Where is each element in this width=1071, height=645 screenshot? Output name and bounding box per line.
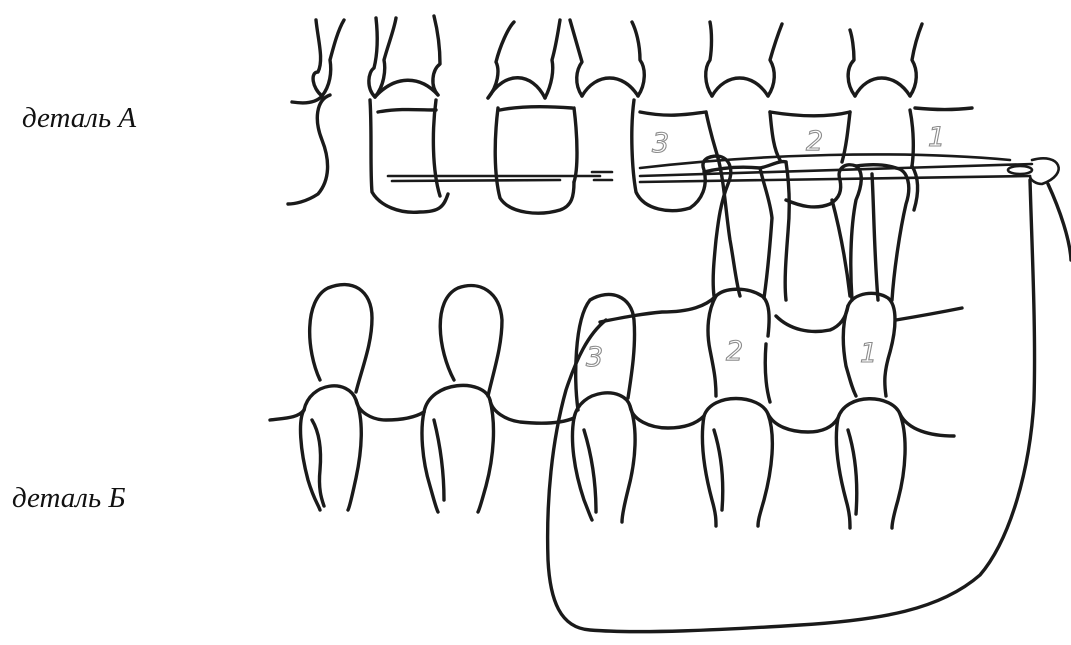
bottom-number-1: 1 xyxy=(860,338,877,369)
top-number-1: 1 xyxy=(928,122,945,153)
top-number-2: 2 xyxy=(806,126,823,157)
bottom-stitch-numbers: 3 2 1 xyxy=(586,336,877,373)
top-number-3: 3 xyxy=(652,128,669,159)
part-a-top-row xyxy=(292,16,972,110)
bottom-number-2: 2 xyxy=(726,336,743,367)
bottom-number-3: 3 xyxy=(586,342,603,373)
part-b-middle-row xyxy=(270,385,954,436)
working-yarn xyxy=(548,180,1071,632)
